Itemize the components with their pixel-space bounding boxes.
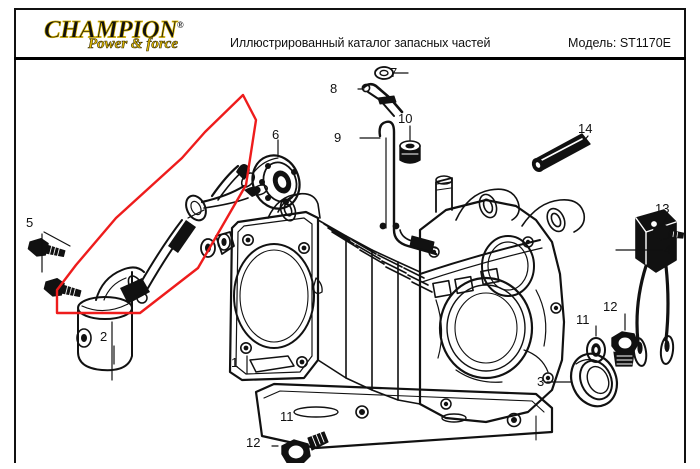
logo-tagline: Power & force	[88, 36, 179, 53]
callout-1: 1	[231, 355, 239, 370]
leader-lines	[41, 72, 669, 447]
callout-12-lower: 12	[246, 435, 261, 450]
model-label: Модель: ST1170E	[568, 36, 672, 50]
callout-7: 7	[390, 65, 398, 80]
part-5-flange-bolts	[27, 237, 82, 298]
part-8-spring-clip	[361, 82, 404, 117]
callout-2: 2	[100, 329, 108, 344]
callout-11-lower: 11	[280, 409, 294, 424]
registered-trademark-icon: ®	[176, 20, 184, 30]
frame-border-right	[684, 8, 686, 463]
callout-3: 3	[537, 374, 545, 389]
highlight-polygon-part-2	[55, 93, 258, 315]
callout-10: 10	[398, 111, 413, 126]
part-3-oil-seal	[569, 352, 619, 408]
part-1-crankcase-block	[228, 175, 586, 450]
part-12b-hex-bolt-lower	[281, 431, 329, 463]
callout-6: 6	[272, 127, 280, 142]
champion-logo: CHAMPION® Power & force	[44, 12, 224, 56]
frame-border-top	[14, 8, 686, 10]
part-7-washer-ring	[374, 66, 394, 80]
callout-12: 12	[603, 299, 618, 314]
page-header: CHAMPION® Power & force Иллюстрированный…	[14, 10, 686, 57]
catalog-title: Иллюстрированный каталог запасных частей	[230, 36, 491, 50]
logo-wordmark-text: CHAMPION	[44, 16, 178, 44]
part-13-small-screw	[652, 223, 684, 241]
part-12-hex-bolt-right	[611, 331, 639, 367]
part-14-dowel-pin	[531, 133, 591, 173]
callout-13: 13	[655, 201, 670, 216]
callout-8: 8	[330, 81, 338, 96]
callout-14: 14	[578, 121, 593, 136]
callout-11: 11	[576, 312, 590, 327]
exploded-parts-diagram: 1 2 3 4 5 6 7 8 9 10 11 12 13 14 11 12	[16, 60, 684, 463]
part-2-oil-sensor-assembly	[76, 164, 268, 372]
logo-wordmark: CHAMPION®	[44, 12, 224, 43]
callout-4: 4	[664, 242, 672, 257]
part-11-washer-right	[586, 337, 606, 363]
callout-9: 9	[334, 130, 342, 145]
header-divider-rule	[14, 57, 686, 60]
callout-5: 5	[26, 215, 34, 230]
frame-border-left	[14, 8, 16, 463]
part-6-ball-bearing	[251, 154, 301, 210]
part-9-oil-level-tube	[378, 120, 438, 256]
part-10-rubber-bushing	[399, 140, 421, 164]
diagram-artwork	[27, 66, 684, 463]
